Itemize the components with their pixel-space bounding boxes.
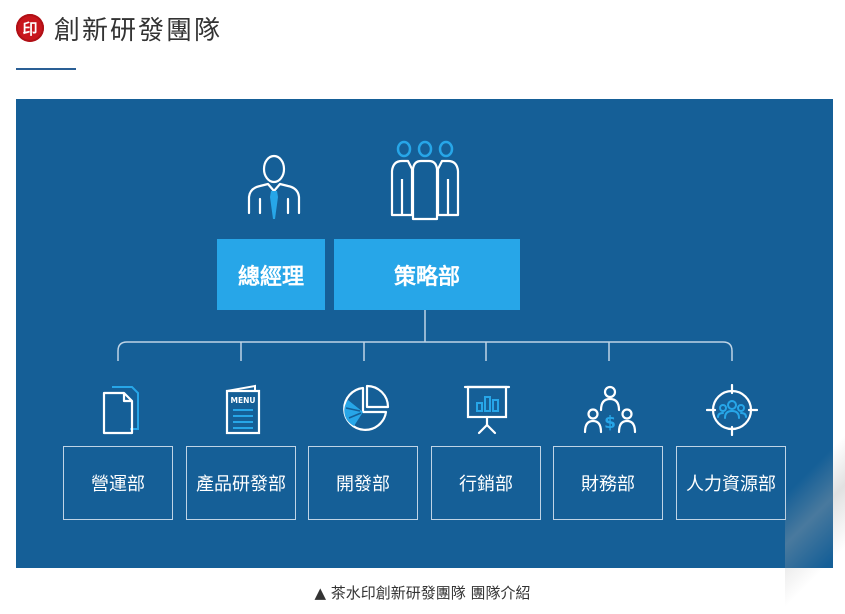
svg-text:$: $ [604,413,616,433]
menu-icon: MENU [225,384,261,435]
org-connectors [117,310,733,361]
presentation-icon [463,385,511,435]
brand-logo: 印 [16,14,44,42]
page-title: 創新研發團隊 [54,15,223,46]
department-box-product-rd: 產品研發部 [186,446,296,520]
department-box-finance: 財務部 [553,446,663,520]
leader-label: 策略部 [393,264,460,290]
org-chart-panel: 總經理 策略部 MENU [16,99,833,568]
leader-label: 總經理 [237,264,304,290]
finance-people-icon: $ [583,385,637,434]
department-label: 人力資源部 [686,474,776,495]
department-box-marketing: 行銷部 [431,446,541,520]
department-label: 行銷部 [459,474,513,495]
group-icon [390,140,460,221]
department-label: 營運部 [91,474,145,495]
department-label: 產品研發部 [196,474,286,495]
target-people-icon [706,384,758,436]
title-underline [16,68,76,70]
department-box-hr: 人力資源部 [676,446,786,520]
leader-box-general-manager: 總經理 [217,239,325,310]
svg-text:MENU: MENU [231,396,256,405]
leader-box-strategy: 策略部 [334,239,520,310]
department-label: 財務部 [581,474,635,495]
pie-chart-icon [343,384,390,431]
person-tie-icon [247,154,301,219]
department-box-development: 開發部 [308,446,418,520]
document-icon [102,386,139,435]
figure-caption: ▲ 茶水印創新研發團隊 團隊介紹 [314,584,531,602]
ink-wash-decoration [785,420,845,610]
page-header: 印 創新研發團隊 [16,8,222,48]
department-label: 開發部 [336,474,390,495]
department-box-operations: 營運部 [63,446,173,520]
